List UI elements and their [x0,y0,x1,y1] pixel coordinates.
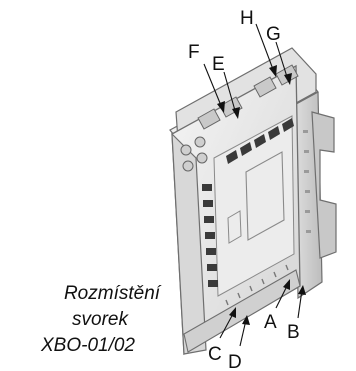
arrow-a [283,279,290,290]
front-panel [213,115,295,297]
side-mark [304,150,309,153]
leader-h [255,23,275,73]
terminal-screw [180,144,192,156]
arrow-c [229,307,236,318]
label-window [245,151,285,241]
side-mark [304,170,309,173]
din-clip [311,111,337,259]
side-vent-slots [202,184,218,287]
caption-line-3: XBO-01/02 [40,335,135,356]
vent-slot [226,150,238,164]
terminal-screw [182,160,194,172]
bottom-vent-marks [225,264,289,306]
vent-mark [225,299,229,306]
arrow-h [269,65,277,77]
arrow-e [232,107,240,119]
vent-slot [240,142,252,156]
caption-line-1: Rozmístění [64,283,162,304]
side-marks [303,130,311,233]
vent-mark [237,292,241,299]
terminal-screw [196,152,208,164]
label-g: G [266,24,281,45]
terminal-labels: F E H G A B C D [188,8,300,371]
vent-mark [285,264,289,271]
label-b: B [287,322,300,343]
vent-slot [208,280,218,287]
vent-slot [204,216,214,223]
label-e: E [212,54,225,75]
vent-slot [254,134,266,148]
terminal-opening [197,108,221,130]
vent-slot [203,200,213,207]
leader-f [203,63,223,109]
vent-slot [268,126,280,140]
leader-b [297,289,303,319]
vent-slot [205,232,215,239]
caption: Rozmístění svorek XBO-01/02 [40,283,162,356]
arrow-heads [217,65,306,325]
side-mark [306,230,311,233]
arrow-g [284,73,292,85]
arrow-f [217,101,225,113]
leader-c [219,311,235,339]
device-body [169,47,337,356]
bottom-terminal-housing [183,269,301,353]
label-c: C [208,344,222,365]
terminal-opening [219,96,243,118]
label-h: H [240,8,254,29]
label-a: A [264,312,277,333]
leader-e [223,71,237,115]
vent-mark [249,285,253,292]
label-d: D [228,352,242,371]
vent-mark [273,271,277,278]
vent-slot [282,118,294,132]
label-f: F [188,42,200,63]
vent-slot [207,264,217,271]
vent-slot [202,184,212,191]
leader-g [275,41,289,81]
arrow-d [242,315,250,325]
caption-line-2: svorek [72,309,129,330]
arrow-b [298,285,306,295]
terminal-screw [194,136,206,148]
side-mark [305,190,310,193]
terminal-opening [253,76,277,98]
vent-mark [261,278,265,285]
front-recess [227,210,242,244]
vent-slot [206,248,216,255]
top-vent-slots [226,118,294,164]
side-mark [305,210,310,213]
side-mark [303,130,308,133]
